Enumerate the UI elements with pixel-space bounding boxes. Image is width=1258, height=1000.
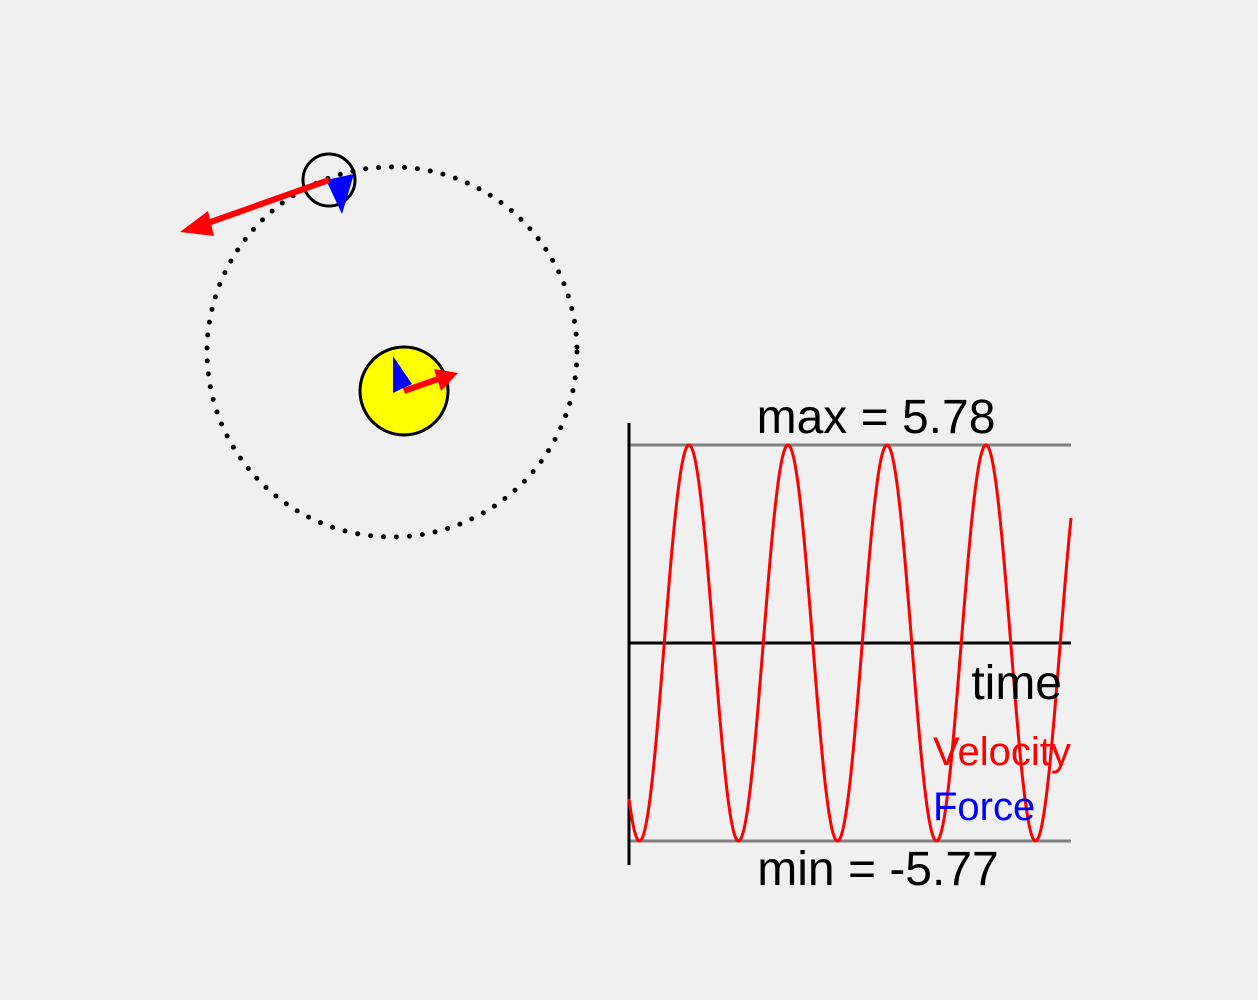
orbit-path [204, 164, 580, 540]
velocity-series-line [627, 443, 1073, 843]
velocity-graph: max = 5.78 min = -5.77 time Velocity For… [627, 391, 1073, 896]
max-label: max = 5.78 [757, 391, 996, 444]
star-force-arrow [393, 356, 412, 393]
velocity-legend-label: Velocity [933, 730, 1071, 774]
min-label: min = -5.77 [757, 843, 998, 896]
time-axis-label: time [971, 657, 1062, 710]
force-legend-label: Force [933, 785, 1035, 829]
star-velocity-arrow [403, 376, 439, 394]
planet-velocity-arrow [203, 177, 331, 227]
orbiting-planet[interactable] [180, 152, 357, 236]
planet-force-arrow [326, 174, 354, 214]
central-star [358, 345, 458, 437]
